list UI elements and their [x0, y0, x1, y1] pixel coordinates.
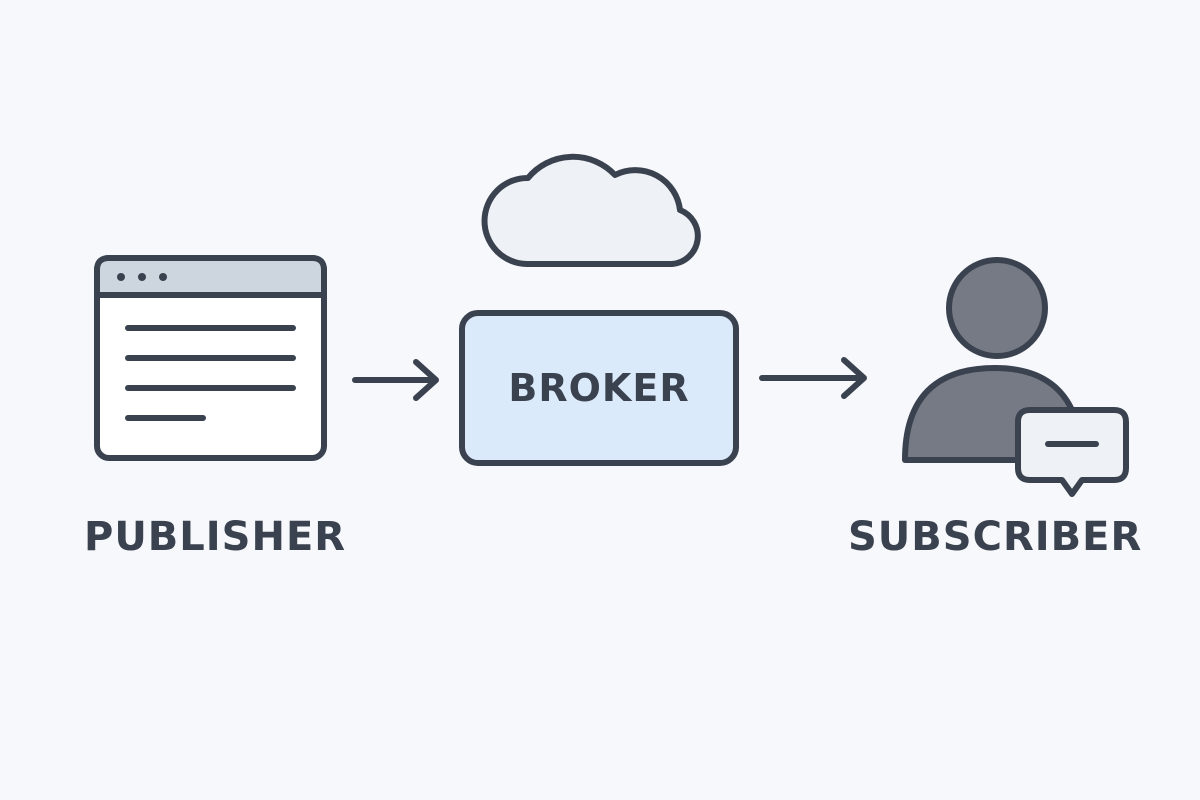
arrow-broker-to-subscriber: [759, 357, 867, 399]
browser-window-icon: [94, 255, 327, 461]
chat-bubble-icon: [1015, 407, 1129, 497]
cloud-icon: [481, 153, 701, 267]
subscriber-label: SUBSCRIBER: [848, 514, 1143, 560]
publisher-label: PUBLISHER: [84, 514, 347, 560]
broker-label: BROKER: [508, 366, 690, 410]
broker-box: [459, 310, 739, 466]
arrow-publisher-to-broker: [352, 359, 439, 401]
user-icon: [902, 257, 1085, 463]
